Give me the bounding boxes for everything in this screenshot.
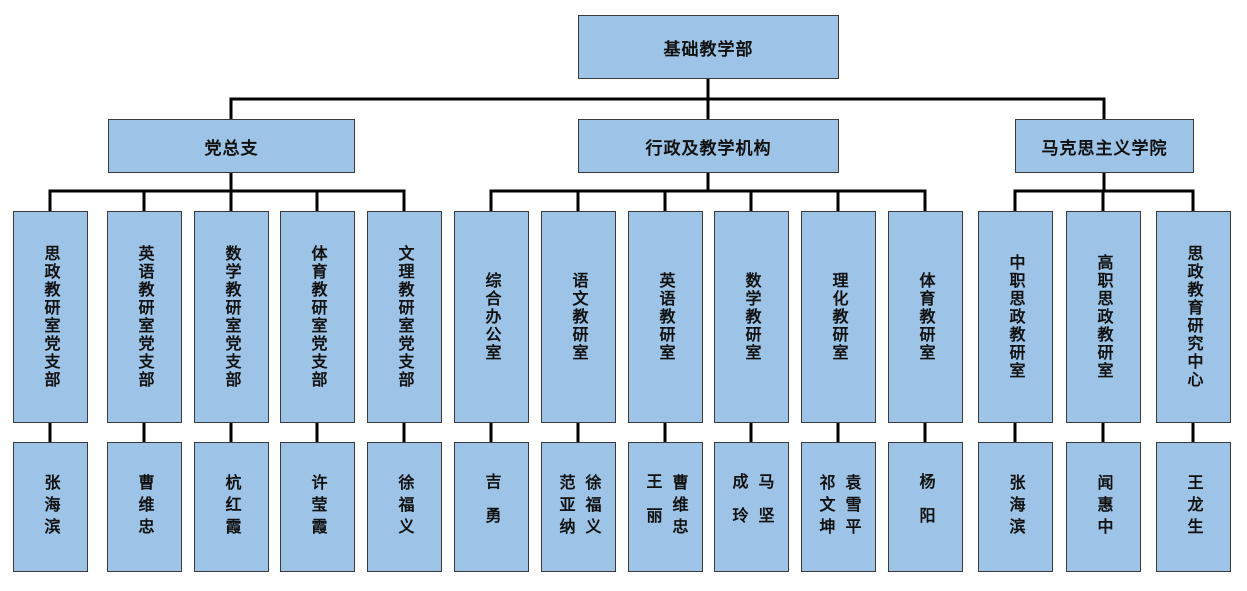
person-name: 张海滨	[1006, 474, 1026, 540]
branch-node-marxism: 马克思主义学院	[1015, 119, 1194, 173]
unit-label: 英语教研室	[656, 272, 676, 362]
person-name: 曹维忠	[135, 474, 155, 540]
unit-node: 中职思政教研室	[978, 211, 1053, 423]
unit-label: 体育教研室	[916, 272, 936, 362]
unit-label: 中职思政教研室	[1006, 254, 1026, 380]
person-name: 王龙生	[1184, 474, 1204, 540]
unit-label: 高职思政教研室	[1094, 254, 1114, 380]
person-node: 张海滨	[978, 442, 1053, 572]
unit-node: 高职思政教研室	[1066, 211, 1141, 423]
person-name: 吉勇	[482, 473, 502, 541]
person-name: 徐福义	[395, 474, 415, 540]
unit-node: 思政教研室党支部	[13, 211, 88, 423]
unit-node: 综合办公室	[454, 211, 529, 423]
unit-node: 体育教研室党支部	[280, 211, 355, 423]
unit-label: 英语教研室党支部	[135, 245, 155, 389]
person-name: 马坚	[755, 473, 775, 541]
unit-label: 语文教研室	[569, 272, 589, 362]
unit-node: 英语教研室	[628, 211, 703, 423]
person-node: 范亚纳 徐福义	[541, 442, 616, 572]
person-node: 许莹霞	[280, 442, 355, 572]
person-node: 吉勇	[454, 442, 529, 572]
person-name: 杨阳	[916, 473, 936, 541]
unit-node: 思政教育研究中心	[1156, 211, 1231, 423]
branch-node-party: 党总支	[108, 119, 355, 173]
person-node: 杨阳	[888, 442, 963, 572]
unit-node: 英语教研室党支部	[107, 211, 182, 423]
person-node: 徐福义	[367, 442, 442, 572]
unit-node: 数学教研室	[714, 211, 789, 423]
unit-node: 数学教研室党支部	[194, 211, 269, 423]
branch-label: 行政及教学机构	[645, 138, 772, 159]
person-node: 张海滨	[13, 442, 88, 572]
person-name: 王丽	[643, 473, 663, 541]
unit-label: 理化教研室	[829, 272, 849, 362]
person-node: 成玲 马坚	[714, 442, 789, 572]
person-name: 闻惠中	[1094, 474, 1114, 540]
branch-label: 马克思主义学院	[1041, 138, 1168, 159]
person-name: 曹维忠	[669, 474, 689, 540]
root-node: 基础教学部	[578, 15, 839, 79]
person-name: 徐福义	[582, 474, 602, 540]
branch-node-admin: 行政及教学机构	[578, 119, 839, 173]
root-label: 基础教学部	[663, 39, 754, 60]
person-node: 杭红霞	[194, 442, 269, 572]
person-name: 许莹霞	[308, 474, 328, 540]
unit-label: 数学教研室	[742, 272, 762, 362]
person-name: 范亚纳	[556, 474, 576, 540]
unit-node: 理化教研室	[801, 211, 876, 423]
person-name: 袁雪平	[842, 474, 862, 540]
unit-label: 数学教研室党支部	[222, 245, 242, 389]
person-node: 曹维忠	[107, 442, 182, 572]
person-name: 祁文坤	[816, 474, 836, 540]
unit-label: 文理教研室党支部	[395, 245, 415, 389]
unit-label: 思政教育研究中心	[1184, 245, 1204, 389]
person-name: 杭红霞	[222, 474, 242, 540]
person-node: 王丽 曹维忠	[628, 442, 703, 572]
unit-label: 思政教研室党支部	[41, 245, 61, 389]
unit-node: 语文教研室	[541, 211, 616, 423]
unit-node: 文理教研室党支部	[367, 211, 442, 423]
person-node: 祁文坤 袁雪平	[801, 442, 876, 572]
person-node: 闻惠中	[1066, 442, 1141, 572]
branch-label: 党总支	[204, 138, 259, 159]
person-node: 王龙生	[1156, 442, 1231, 572]
unit-label: 综合办公室	[482, 272, 502, 362]
person-name: 成玲	[729, 473, 749, 541]
person-name: 张海滨	[41, 474, 61, 540]
unit-node: 体育教研室	[888, 211, 963, 423]
unit-label: 体育教研室党支部	[308, 245, 328, 389]
